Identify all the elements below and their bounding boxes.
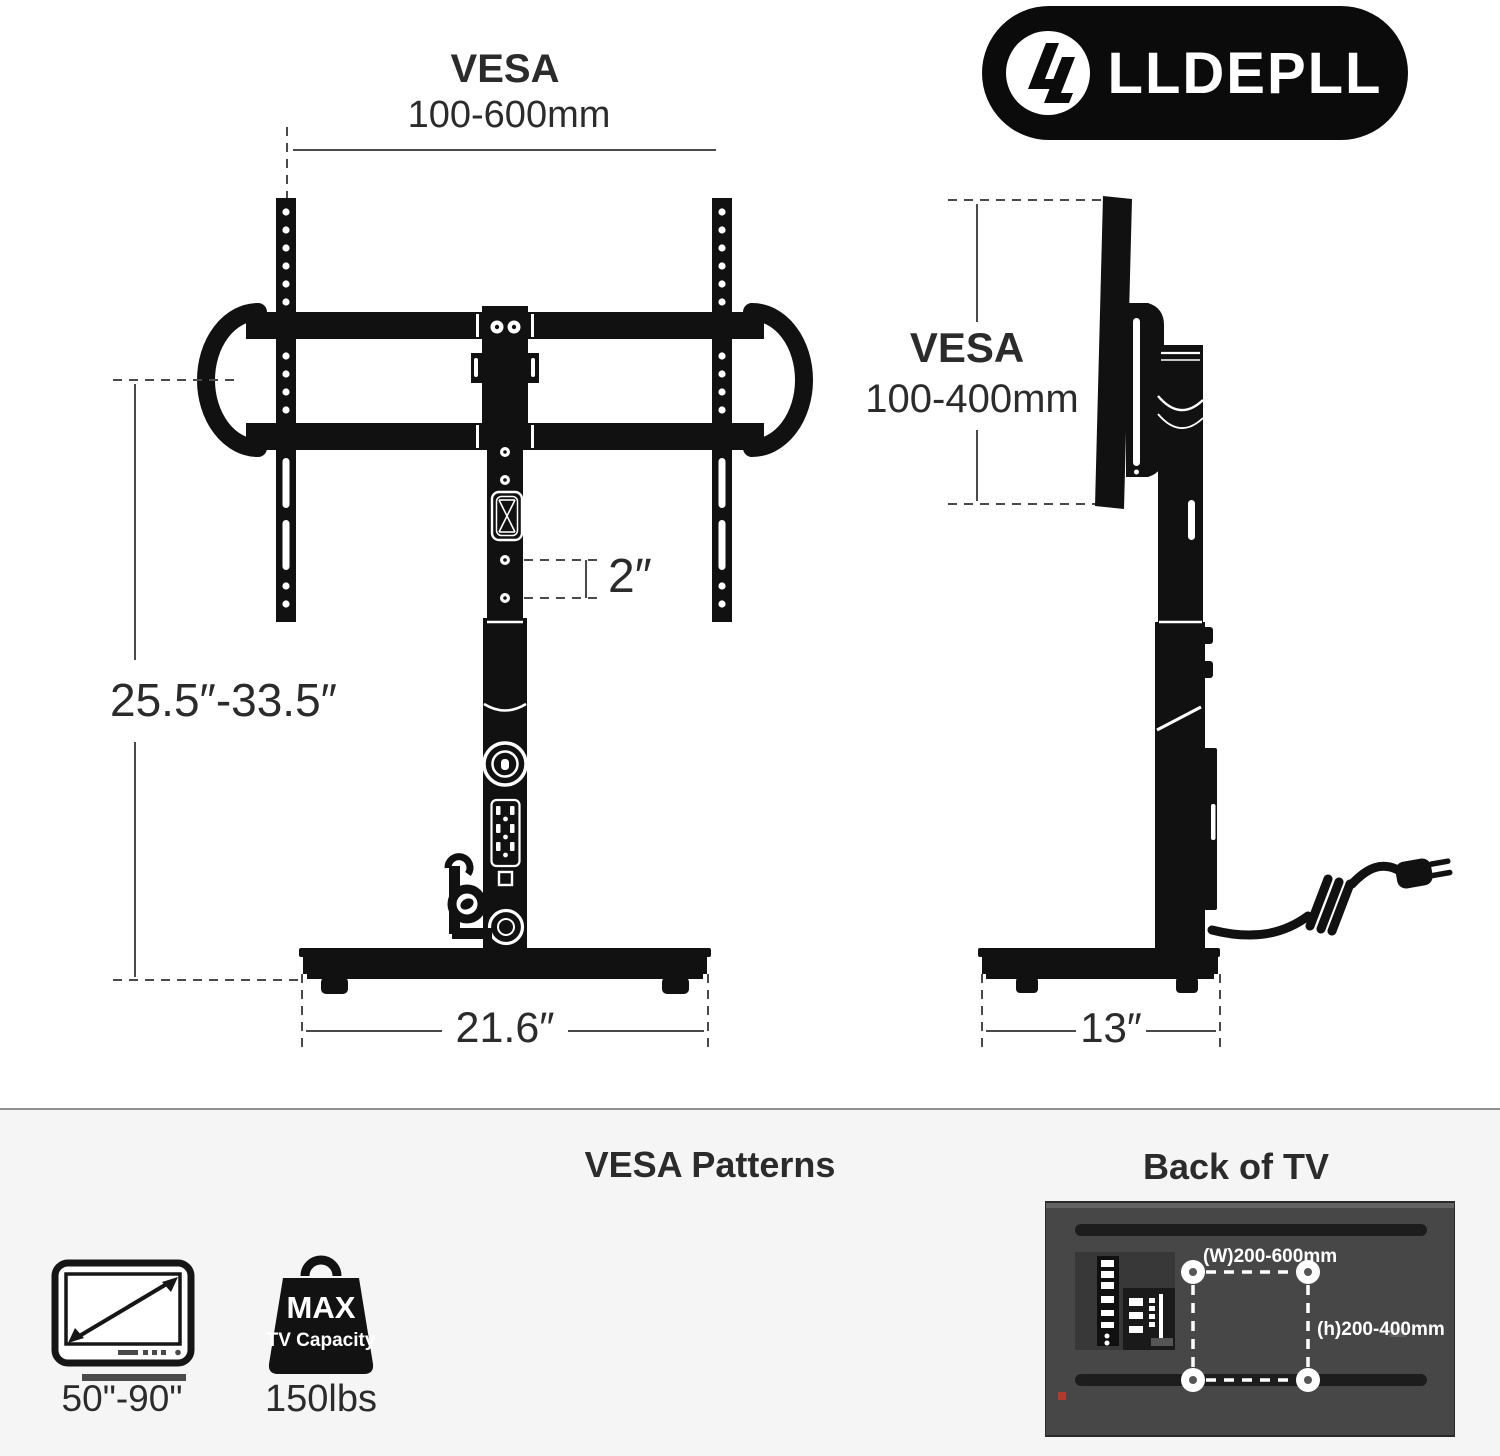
front-hole-spacing-dim: 2″ xyxy=(608,550,652,603)
brand-logo-icon xyxy=(1006,31,1090,115)
brand-logo: LLDEPLL xyxy=(982,6,1408,140)
front-vesa-range: 100-600mm xyxy=(407,94,611,136)
back-of-tv-art xyxy=(1045,1201,1455,1437)
front-base-width-dim: 21.6″ xyxy=(455,1004,555,1052)
max-weight-icon xyxy=(268,1255,374,1374)
back-of-tv-title: Back of TV xyxy=(1142,1146,1330,1187)
max-weight-label: 150lbs xyxy=(265,1378,377,1420)
back-tv-height-range: (h)200-400mm xyxy=(1317,1319,1445,1340)
side-view-diagram xyxy=(948,196,1453,1050)
tv-size-icon xyxy=(51,1259,195,1381)
front-view-diagram xyxy=(113,127,813,1050)
front-height-range-dim: 25.5″-33.5″ xyxy=(110,674,337,726)
side-vesa-label: VESA xyxy=(909,324,1025,371)
side-base-depth-dim: 13″ xyxy=(1080,1004,1142,1051)
back-of-tv-illustration: (W)200-600mm (h)200-400mm xyxy=(1045,1200,1455,1438)
back-tv-width-range: (W)200-600mm xyxy=(1203,1246,1338,1267)
max-label: MAX xyxy=(286,1290,356,1325)
side-vesa-range: 100-400mm xyxy=(865,377,1079,421)
vesa-patterns-title: VESA Patterns xyxy=(584,1144,836,1185)
brand-name: LLDEPLL xyxy=(1107,40,1383,106)
power-led-dot xyxy=(1058,1392,1066,1400)
front-vesa-label: VESA xyxy=(450,47,560,91)
tv-size-range-label: 50"-90" xyxy=(61,1378,183,1419)
max-sublabel: TV Capacity xyxy=(266,1330,376,1351)
